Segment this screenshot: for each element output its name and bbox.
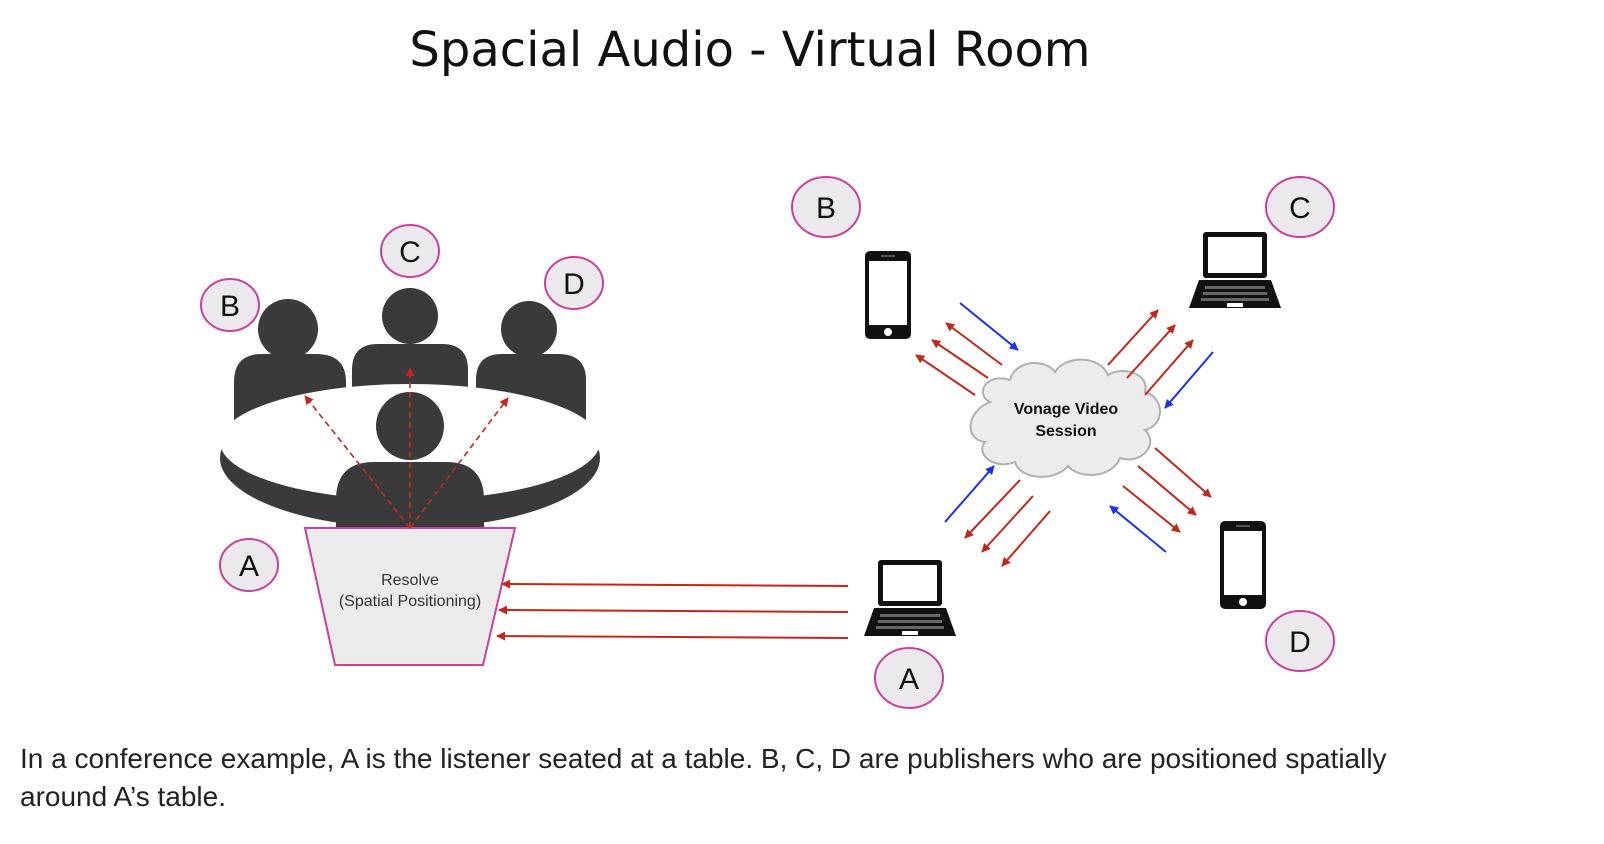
dashed-arrow-to-d — [409, 397, 509, 529]
label-left-b: B — [200, 278, 260, 332]
svg-text:C: C — [399, 236, 421, 269]
arrow-a-out-3 — [1001, 510, 1051, 567]
laptop-icon-a — [864, 560, 956, 636]
cloud-sublabel: Session — [1035, 423, 1096, 440]
arrow-c-out-1 — [1107, 309, 1159, 366]
dashed-arrow-to-b — [304, 395, 411, 529]
svg-text:B: B — [220, 290, 240, 323]
resolve-label: Resolve — [381, 572, 439, 589]
caption-line-2: around A’s table. — [20, 781, 226, 812]
arrow-c-out-3 — [1144, 339, 1194, 396]
svg-text:D: D — [1289, 626, 1311, 659]
page-title: Spacial Audio - Virtual Room — [409, 22, 1090, 78]
label-left-a: A — [219, 538, 279, 592]
svg-text:D: D — [563, 268, 585, 301]
label-right-a: A — [874, 647, 944, 709]
arrow-c-in — [1164, 351, 1214, 409]
svg-text:A: A — [899, 663, 919, 696]
caption-line-1: In a conference example, A is the listen… — [20, 743, 1387, 774]
arrow-b-out-1 — [945, 322, 1003, 366]
stream-arrow-3 — [496, 631, 849, 641]
arrow-b-out-2 — [931, 339, 989, 379]
arrow-d-out-2 — [1137, 465, 1197, 516]
svg-text:A: A — [239, 550, 259, 583]
laptop-icon-c — [1189, 232, 1281, 308]
svg-text:B: B — [816, 192, 836, 225]
smartphone-icon-d — [1220, 521, 1266, 609]
right-scene: Vonage Video Session B — [791, 176, 1335, 709]
left-scene: Resolve (Spatial Positioning) B C D A — [200, 224, 604, 666]
resolve-box — [303, 527, 517, 666]
arrow-b-out-3 — [915, 354, 976, 396]
svg-text:C: C — [1289, 192, 1311, 225]
cloud-icon — [969, 358, 1161, 478]
label-left-c: C — [380, 224, 440, 278]
arrow-a-out-2 — [981, 495, 1034, 553]
arrow-a-out-1 — [964, 479, 1021, 539]
arrow-b-in — [959, 302, 1019, 351]
stream-arrow-1 — [501, 579, 849, 589]
label-left-d: D — [544, 256, 604, 310]
arrow-c-out-2 — [1126, 324, 1176, 379]
cloud-label: Vonage Video — [1014, 401, 1119, 418]
label-right-b: B — [791, 176, 861, 238]
label-right-c: C — [1265, 176, 1335, 238]
arrow-d-out-3 — [1122, 485, 1181, 533]
smartphone-icon-b — [865, 251, 911, 339]
arrow-d-out-1 — [1154, 447, 1212, 498]
arrow-a-in — [944, 465, 995, 523]
arrow-d-in — [1109, 505, 1167, 553]
resolve-sublabel: (Spatial Positioning) — [339, 593, 481, 610]
label-right-d: D — [1265, 610, 1335, 672]
stream-arrow-2 — [498, 605, 849, 615]
